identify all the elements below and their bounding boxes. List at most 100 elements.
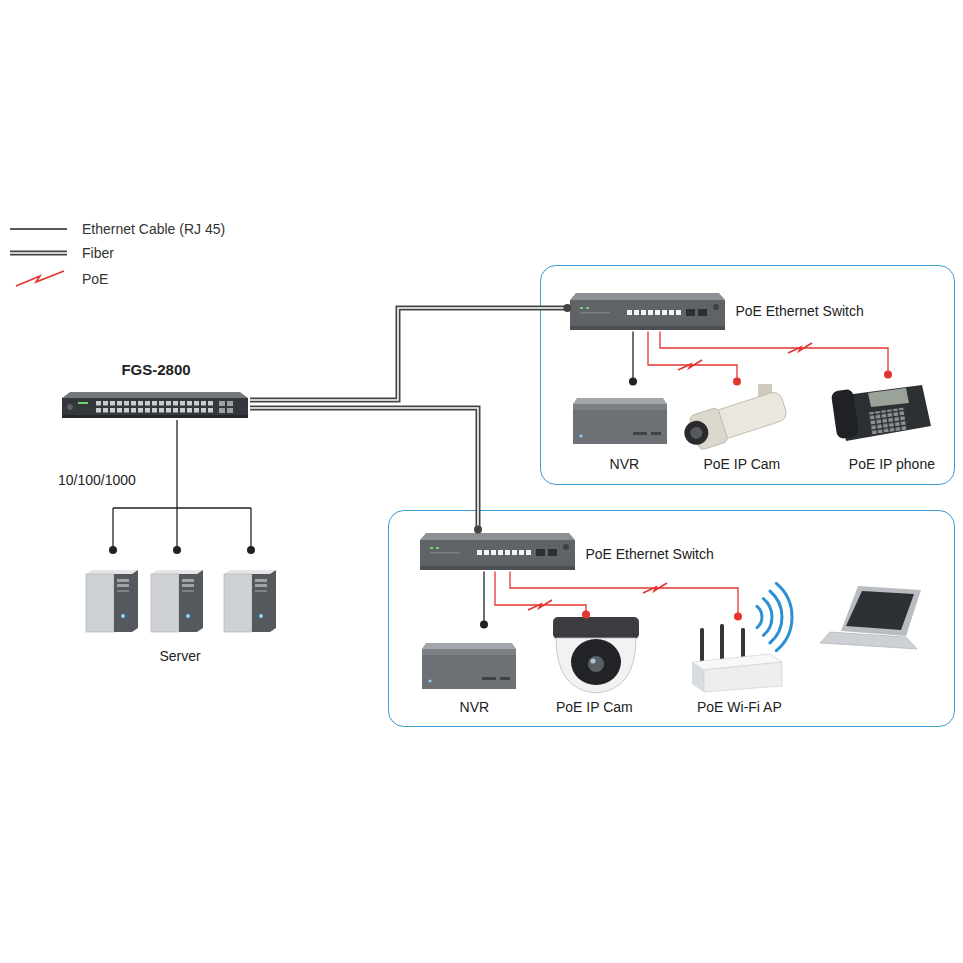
core-switch-illustration [67,404,73,410]
ip-phone-label: PoE IP phone [834,456,949,472]
fiber-line [250,308,567,400]
ip-phone-illustration [831,385,931,441]
core-switch-illustration [95,400,214,414]
core-switch-illustration [62,398,248,418]
server-wiring [113,507,251,508]
poe-symbol [528,343,812,610]
speed-label: 10/100/1000 [58,472,136,488]
wifi-ap: PoE Wi-Fi AP [679,616,799,719]
ip-camera: PoE IP Cam [544,614,644,719]
port-dot [629,377,637,385]
core-switch: FGS-2800 [62,358,250,420]
legend-fiber-sample [10,253,67,254]
eth-connector [173,420,181,554]
ip-camera-label: PoE IP Cam [689,456,794,472]
poe-switch-label: PoE Ethernet Switch [735,303,863,319]
legend-poe-sample [16,271,64,286]
wifi-ap-illustration [741,628,745,658]
server-illustration [86,570,276,632]
server-illustration [224,570,276,632]
dome-camera-illustration [556,638,636,693]
poe-symbol [678,360,702,370]
wifi-ap-illustration [692,662,704,692]
server-wiring [250,508,251,550]
fiber-connector [250,408,482,533]
port-dot [884,370,892,378]
poe-line [510,571,738,616]
dome-camera-illustration [588,656,604,672]
nvr: NVR [569,381,679,476]
legend-text: Ethernet Cable (RJ 45) [82,221,225,237]
core-switch-illustration [227,401,233,406]
ip-camera-label: PoE IP Cam [544,699,644,715]
laptop-illustration [820,586,921,649]
wifi-signal [763,599,772,636]
poe-connector [495,571,590,618]
nvr-illustration [422,643,516,689]
port-dot [173,546,181,554]
poe-line [495,571,586,614]
core-switch-illustration [227,408,233,413]
poe-switch-illustration [570,293,725,330]
nvr-illustration [422,643,516,689]
core-switch-illustration [62,392,248,418]
wifi-ap-label: PoE Wi-Fi AP [679,699,799,715]
ip-phone-illustration [868,388,909,407]
core-switch-illustration [219,401,225,406]
poe-connector [648,331,741,385]
ip-phone-illustration [831,389,859,440]
bullet-camera-illustration [681,418,711,448]
port-dot [734,612,742,620]
server-wiring [112,508,113,550]
site-group: PoE Ethernet SwitchNVRPoE IP CamPoE Wi-F… [388,510,955,727]
poe-switch: PoE Ethernet Switch [567,289,859,331]
server-illustration [86,570,138,632]
poe-line [648,331,737,381]
core-switch-illustration [62,415,248,418]
dome-camera-illustration [553,617,639,693]
legend-ethernet-sample [10,229,67,230]
eth-connector [629,331,637,385]
poe-switch-illustration [570,293,725,330]
eth-line [632,331,633,381]
nvr-illustration [573,398,667,444]
server-illustration [151,570,203,632]
laptop-illustration [820,632,917,649]
poe-line [660,331,888,374]
core-switch-label: FGS-2800 [62,362,250,378]
wifi-ap-illustration [700,628,704,664]
poe-connector [660,331,892,378]
bullet-camera-illustration [689,425,704,440]
poe-switch-label: PoE Ethernet Switch [585,546,713,562]
eth-connector [480,571,488,628]
wifi-signal [757,583,792,650]
dome-camera-illustration [571,639,621,685]
legend-fiber-sample [10,252,67,254]
bullet-camera-illustration [679,387,789,453]
legend-text: Fiber [82,245,114,261]
nvr-label: NVR [569,456,679,472]
nvr-illustration [573,398,667,444]
fiber-connector [250,304,571,400]
poe-switch-illustration [420,533,575,570]
legend-poe-sample [16,271,64,286]
ip-phone-illustration [869,408,908,435]
wifi-signal [757,606,762,627]
port-dot [563,304,571,312]
poe-connector [510,571,742,620]
wifi-signal [776,583,792,650]
wifi-ap-illustration [704,662,782,692]
wifi-ap-illustration [692,624,782,692]
wifi-ap-illustration [720,624,724,660]
laptop-illustration [846,591,914,630]
poe-switch: PoE Ethernet Switch [417,529,717,571]
legend-fiber-sample [10,251,67,256]
laptop-illustration [841,586,921,636]
poe-symbol [643,583,667,593]
server-group: Server [80,550,280,668]
poe-symbol [788,343,812,353]
eth-line [483,571,484,624]
site-group: PoE Ethernet SwitchNVR PoE IP Cam PoE IP p… [540,265,955,485]
fiber-line [250,408,478,529]
server-wiring [109,546,117,554]
